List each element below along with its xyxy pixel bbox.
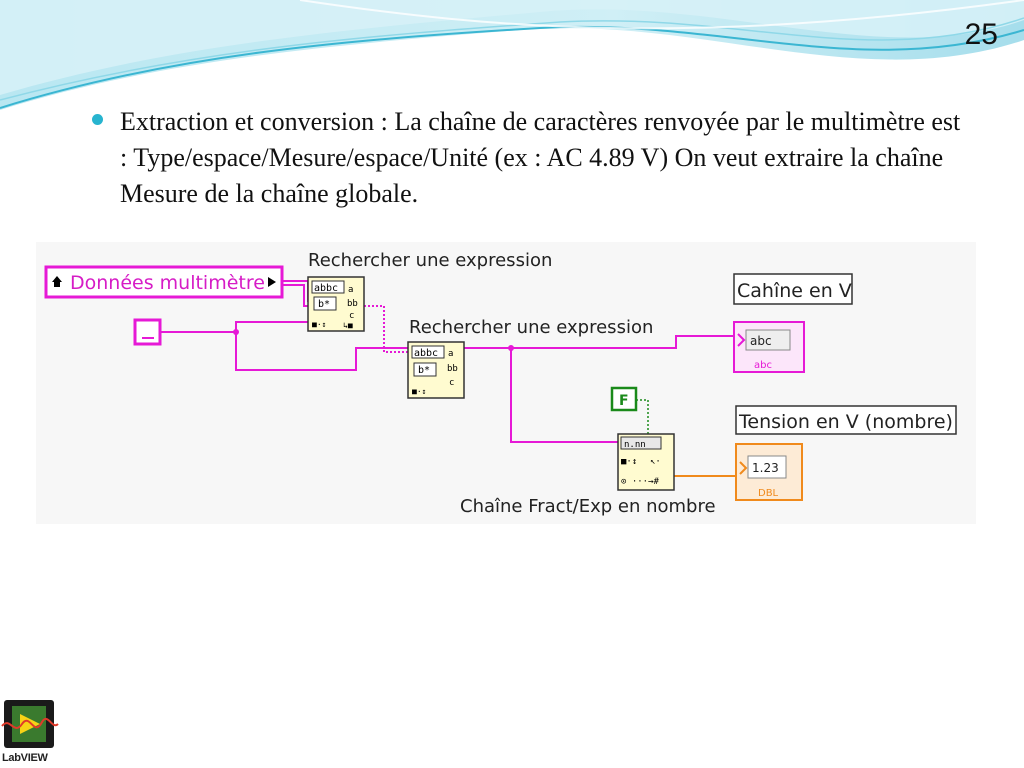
logo-text: LabVIEW: [2, 752, 48, 764]
svg-text:abbc: abbc: [314, 283, 338, 294]
indicator-string-label: Cahîne en V: [737, 280, 852, 302]
conversion-function[interactable]: n.nn ■·↕ ↖· ⊙ ···→#: [617, 433, 675, 491]
boolean-wire: [636, 399, 649, 436]
bullet-point: Extraction et conversion : La chaîne de …: [92, 104, 962, 212]
indicator-tension-en-v[interactable]: Tension en V (nombre) 1.23 DBL: [735, 405, 957, 501]
search-function-2[interactable]: abbc b* a bb c ■·↕: [407, 341, 465, 399]
svg-text:abbc: abbc: [414, 348, 438, 359]
function-2-label: Rechercher une expression: [409, 317, 653, 338]
conversion-icon-text: n.nn: [624, 440, 646, 450]
indicator-arrow-icon: [739, 461, 748, 475]
number-terminal-type: DBL: [758, 488, 779, 499]
svg-text:■·↕: ■·↕: [312, 320, 326, 329]
boolean-constant-label: F: [619, 393, 629, 409]
svg-text:a: a: [448, 349, 453, 359]
string-terminal-value: abc: [750, 334, 772, 348]
svg-text:↳■: ↳■: [343, 321, 353, 330]
header-wave-decoration: [0, 0, 1024, 110]
labview-block-diagram: Données multimètre Rechercher une expres…: [36, 242, 976, 524]
bullet-text: Extraction et conversion : La chaîne de …: [120, 107, 961, 208]
arrow-right-icon: [268, 277, 276, 287]
svg-text:⊙ ···→#: ⊙ ···→#: [621, 477, 660, 487]
indicator-arrow-icon: [737, 333, 746, 347]
svg-text:b*: b*: [418, 365, 430, 376]
slide-number: 25: [964, 18, 998, 51]
svg-text:bb: bb: [347, 299, 358, 309]
svg-text:■·↕: ■·↕: [621, 457, 637, 467]
input-control-label: Données multimètre: [70, 272, 265, 294]
indicator-chaine-en-v[interactable]: Cahîne en V abc abc: [733, 273, 853, 373]
svg-text:b*: b*: [318, 299, 330, 310]
conversion-function-label: Chaîne Fract/Exp en nombre: [460, 496, 716, 517]
svg-text:bb: bb: [447, 364, 458, 374]
svg-text:a: a: [348, 285, 353, 295]
home-icon: [52, 276, 62, 287]
search-function-1[interactable]: abbc b* a bb c ■·↕ ↳■: [307, 276, 365, 332]
svg-text:■·↕: ■·↕: [412, 387, 426, 396]
bullet-dot-icon: [92, 114, 103, 125]
labview-logo: [1, 700, 59, 748]
svg-text:c: c: [449, 378, 454, 388]
number-terminal-value: 1.23: [752, 461, 779, 475]
input-control-donnees-multimetre[interactable]: Données multimètre: [44, 265, 284, 299]
svg-text:↖·: ↖·: [650, 457, 661, 467]
empty-string-constant[interactable]: [133, 318, 162, 346]
boolean-constant-false[interactable]: F: [610, 386, 638, 412]
function-1-label: Rechercher une expression: [308, 250, 552, 271]
string-wires: [160, 280, 736, 443]
string-wire-dots: [233, 329, 514, 351]
svg-text:c: c: [349, 311, 354, 321]
string-terminal-type: abc: [754, 360, 772, 371]
indicator-number-label: Tension en V (nombre): [738, 411, 953, 433]
